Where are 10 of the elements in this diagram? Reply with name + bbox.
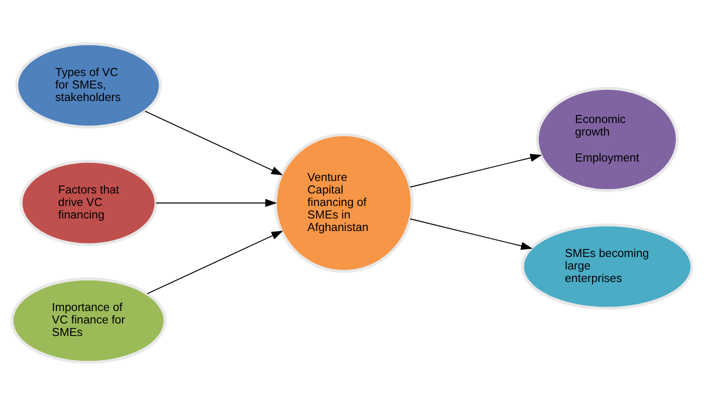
node-ellipse: Factors that drive VC financing [20, 159, 158, 246]
arrow [144, 110, 283, 175]
arrow [410, 218, 533, 250]
arrow [156, 198, 277, 207]
node-circle: Venture Capital financing of SMEs in Afghanistan [274, 132, 414, 272]
arrow [146, 230, 284, 294]
arrow [410, 153, 542, 188]
node-ellipse: Economic growth Employment [536, 86, 679, 192]
node-ellipse: Importance of VC finance for SMEs [10, 276, 166, 364]
node-ellipse: Types of VC for SMEs, stakeholders [15, 42, 162, 128]
